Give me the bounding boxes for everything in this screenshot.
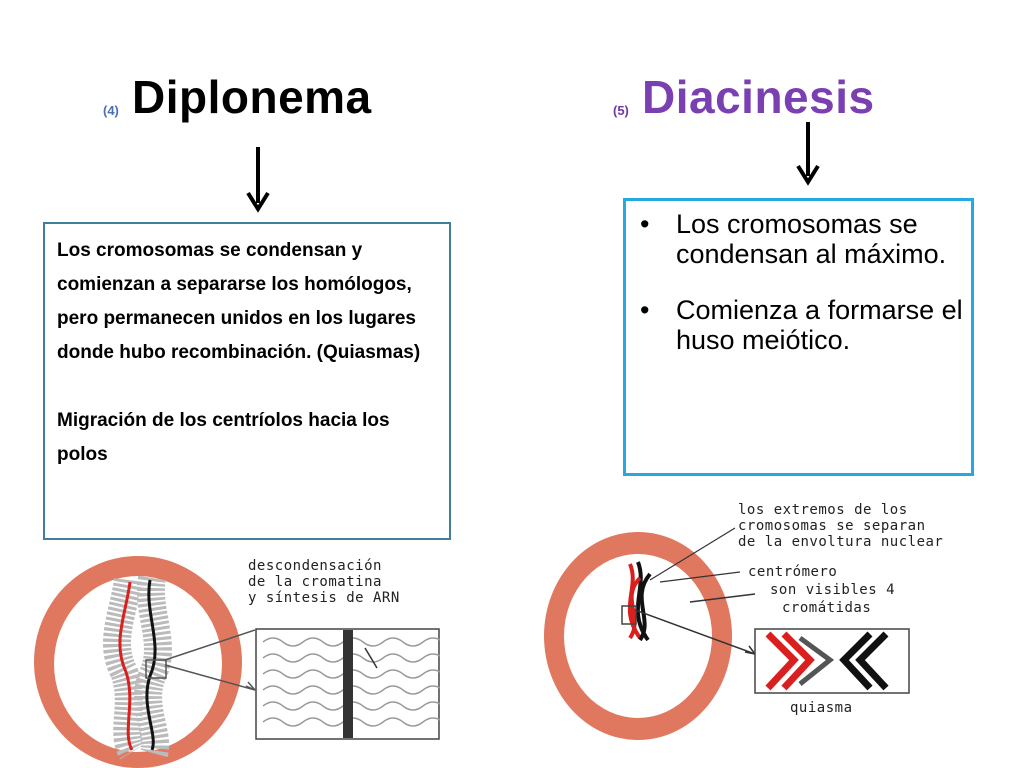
figure-label: cromátidas bbox=[782, 600, 872, 616]
stage-title-diplonema: Diplonema bbox=[132, 71, 372, 123]
stage-number-left: (4) bbox=[103, 103, 119, 118]
figure-label: cromosomas se separan bbox=[738, 518, 926, 534]
stage-title-diacinesis: Diacinesis bbox=[642, 71, 875, 123]
figure-label: de la envoltura nuclear bbox=[738, 534, 944, 550]
figure-label: de la cromatina bbox=[248, 574, 382, 590]
diacinesis-zoom-illustration bbox=[754, 628, 910, 694]
figure-label: y síntesis de ARN bbox=[248, 590, 400, 606]
stage-number-right: (5) bbox=[613, 103, 629, 118]
diacinesis-figure-labels: los extremos de los cromosomas se separa… bbox=[738, 502, 943, 550]
diacinesis-description-box: Los cromosomas se condensan al máximo. C… bbox=[623, 198, 974, 476]
figure-label-quiasma: quiasma bbox=[790, 700, 853, 716]
arrow-down-icon-right bbox=[796, 122, 820, 186]
diplonema-description-box: Los cromosomas se condensan y comienzan … bbox=[43, 222, 451, 540]
zoom-connector-left bbox=[164, 629, 256, 691]
arrow-down-icon-left bbox=[246, 147, 270, 213]
label-pointer-lines bbox=[649, 527, 741, 583]
diplonema-description: Los cromosomas se condensan y comienzan … bbox=[57, 240, 421, 363]
diacinesis-bullet: Los cromosomas se condensan al máximo. bbox=[640, 209, 963, 269]
figure-label: descondensación bbox=[248, 558, 382, 574]
diplonema-description-2: Migración de los centríolos hacia los po… bbox=[57, 410, 390, 465]
figure-label: son visibles 4 bbox=[770, 582, 896, 598]
figure-label-centromero: centrómero bbox=[748, 564, 838, 580]
figure-label: los extremos de los bbox=[738, 502, 908, 518]
diacinesis-cell-illustration bbox=[544, 532, 732, 740]
diplonema-cell-illustration bbox=[34, 556, 242, 768]
diacinesis-bullet: Comienza a formarse el huso meiótico. bbox=[640, 295, 963, 355]
diplonema-figure-labels: descondensación de la cromatina y síntes… bbox=[248, 558, 400, 606]
diplonema-zoom-illustration bbox=[255, 628, 440, 740]
